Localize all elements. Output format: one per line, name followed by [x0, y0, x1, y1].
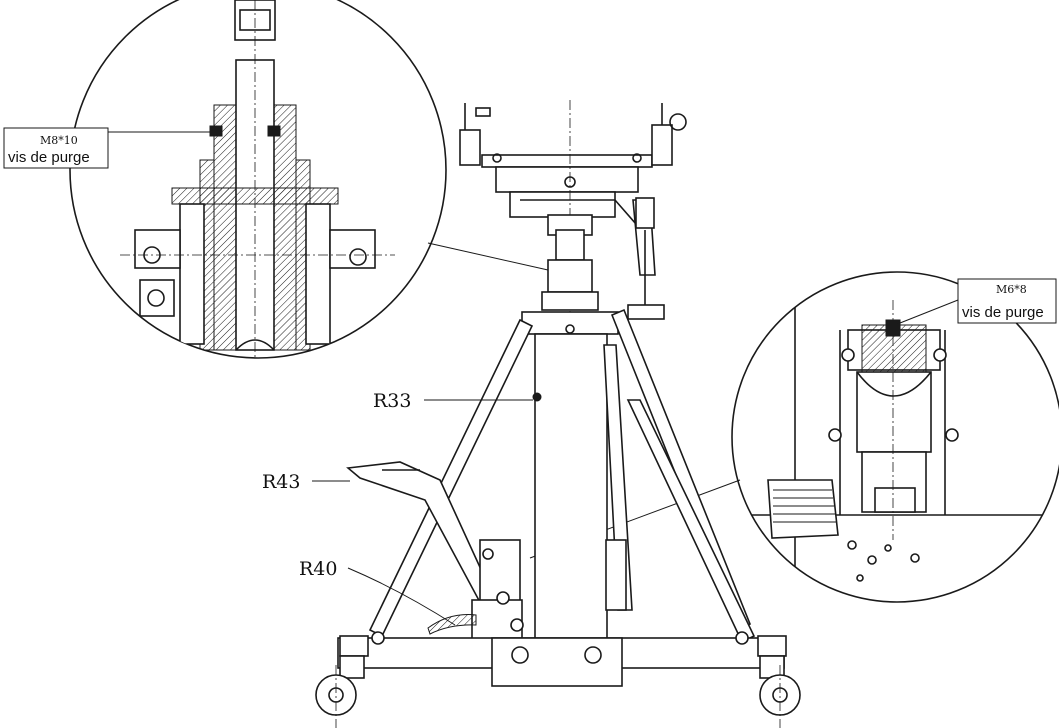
label-r33: R33 — [373, 390, 533, 412]
label-r33-text: R33 — [373, 390, 411, 412]
label-r43: R43 — [262, 471, 350, 493]
label-r43-text: R43 — [262, 471, 300, 493]
callout-left-text: vis de purge — [8, 149, 90, 166]
wheel-icon — [759, 655, 801, 728]
callout-right: M6*8 vis de purge — [894, 278, 1057, 326]
callout-right-spec: M6*8 — [996, 283, 1027, 296]
detail-circle-right — [529, 271, 1059, 603]
label-r40: R40 — [299, 558, 456, 626]
transmission-jack — [315, 100, 801, 728]
callout-left: M8*10 vis de purge — [3, 127, 210, 169]
wheel-icon — [315, 655, 365, 728]
saddle-plate — [459, 100, 687, 340]
detail-circle-left — [69, 0, 549, 359]
callout-right-text: vis de purge — [962, 304, 1044, 321]
callout-left-spec: M8*10 — [40, 134, 78, 147]
label-r40-text: R40 — [299, 558, 337, 580]
